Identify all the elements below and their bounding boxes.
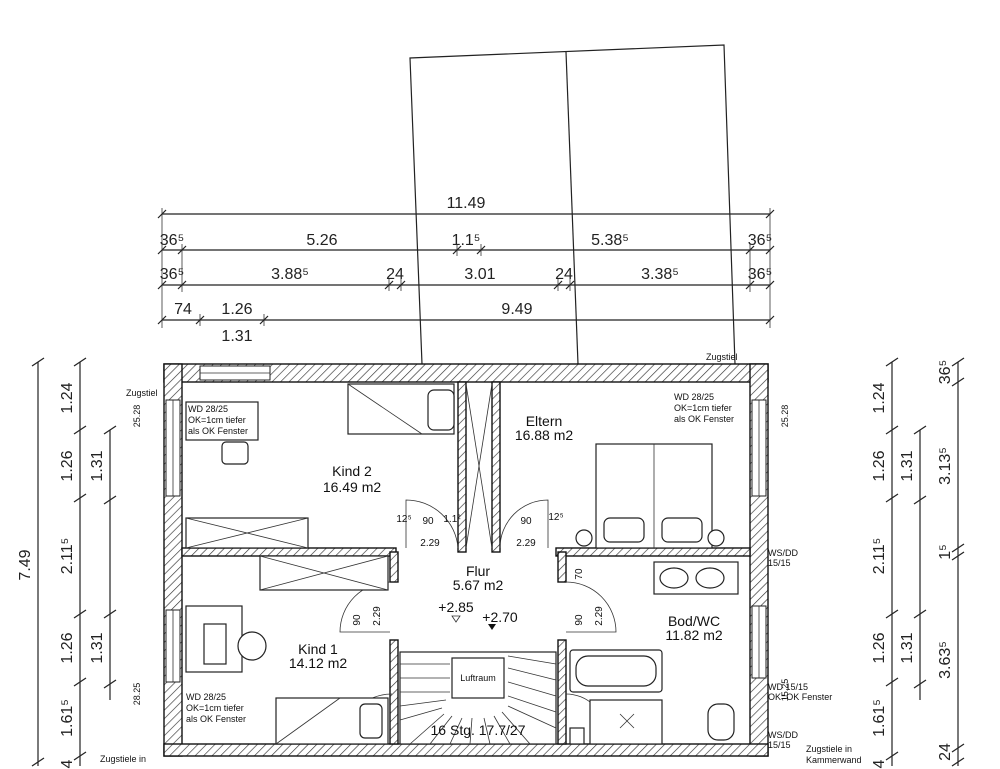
note-zugstiele-left: Zugstiele in xyxy=(100,754,146,764)
door-dim-229-a: 2.29 xyxy=(420,538,440,549)
dormer-outline xyxy=(409,44,736,365)
door-dim-90-a: 90 xyxy=(422,516,434,527)
room-eltern-name: Eltern xyxy=(526,413,563,429)
dim-right-far-4: 3.63⁵ xyxy=(937,641,954,679)
note-ws-2: WS/DD xyxy=(768,730,798,740)
dim-r5-a: 1.31 xyxy=(221,328,252,345)
dim-r3-d: 3.01 xyxy=(464,266,495,283)
dim-right-6: 4 xyxy=(871,759,888,768)
dim-right-inner-1: 1.31 xyxy=(899,450,916,481)
note-wd-3-fenster: als OK Fenster xyxy=(186,714,246,724)
room-kind1-name: Kind 1 xyxy=(298,641,338,657)
dim-right-2: 1.26 xyxy=(871,450,888,481)
note-zugstiel-top: Zugstiel xyxy=(706,352,738,362)
door-dim-229-d: 2.29 xyxy=(594,606,605,626)
dim-left-4: 1.26 xyxy=(59,632,76,663)
door-dim-229-c: 2.29 xyxy=(372,606,383,626)
annotations: Zugstiel Zugstiel WD 28/25 OK=1cm tiefer… xyxy=(100,352,862,765)
note-wd-1-fenster: als OK Fenster xyxy=(188,426,248,436)
dim-r4-a: 74 xyxy=(174,301,192,318)
level-mark-b: +2.70 xyxy=(482,609,518,625)
staircase: Luftraum 16 Stg. 17.7/27 xyxy=(399,651,557,745)
stair-label: 16 Stg. 17.7/27 xyxy=(431,722,526,738)
room-bad-name: Bod/WC xyxy=(668,613,720,629)
door-dim-90-b: 90 xyxy=(520,516,532,527)
top-dimension-lines: 11.49 36⁵ 5.26 1.1⁵ 5.38⁵ 36⁵ 36⁵ 3.88⁵ … xyxy=(157,195,775,345)
note-2528-left: 25.28 xyxy=(132,405,142,428)
dim-right-inner-2: 1.31 xyxy=(899,632,916,663)
dim-r3-g: 36⁵ xyxy=(748,266,772,283)
dim-left-3: 2.11⁵ xyxy=(59,538,76,575)
room-flur-area: 5.67 m2 xyxy=(453,577,504,593)
room-bad-area: 11.82 m2 xyxy=(665,627,723,643)
left-dimension-lines: 7.49 1.24 1.26 2.11⁵ 1.26 1.61⁵ 4 1.31 1… xyxy=(17,357,117,768)
dim-r2-c: 1.1⁵ xyxy=(452,232,481,249)
note-wd-1-ok: OK=1cm tiefer xyxy=(188,415,246,425)
dim-r2-a: 36⁵ xyxy=(160,232,184,249)
right-dimension-lines: 1.24 1.26 2.11⁵ 1.26 1.61⁵ 4 1.31 1.31 3… xyxy=(871,357,965,768)
note-wd-15: WD 15/15 xyxy=(768,682,808,692)
door-dim-90-c: 90 xyxy=(352,614,363,626)
note-ws-1b: 15/15 xyxy=(768,558,791,568)
dim-right-far-2: 3.13⁵ xyxy=(937,447,954,485)
dim-r3-a: 36⁵ xyxy=(160,266,184,283)
furniture xyxy=(185,383,739,745)
level-mark-a: +2.85 xyxy=(438,599,474,615)
note-ws-1: WS/DD xyxy=(768,548,798,558)
note-wd-15b: OK=OK Fenster xyxy=(768,692,832,702)
dim-left-6: 4 xyxy=(59,759,76,768)
note-2528-right: 25.28 xyxy=(780,405,790,428)
dim-r4-c: 9.49 xyxy=(501,301,532,318)
dim-left-2: 1.26 xyxy=(59,450,76,481)
dim-r4-b: 1.26 xyxy=(221,301,252,318)
door-dim-70-b: 70 xyxy=(574,568,585,580)
dim-left-total: 7.49 xyxy=(17,549,34,580)
note-wd-2: WD 28/25 xyxy=(674,392,714,402)
note-wd-2-fenster: als OK Fenster xyxy=(674,414,734,424)
note-1525: 15.25 xyxy=(780,679,790,702)
dim-total-width: 11.49 xyxy=(447,195,486,212)
note-wd-1: WD 28/25 xyxy=(188,404,228,414)
dim-right-far-1: 36⁵ xyxy=(937,360,954,384)
room-eltern-area: 16.88 m2 xyxy=(515,427,574,443)
note-kammerwand: Kammerwand xyxy=(806,755,862,765)
room-kind2-name: Kind 2 xyxy=(332,463,372,479)
dim-r2-b: 5.26 xyxy=(306,232,337,249)
dim-right-3: 2.11⁵ xyxy=(871,538,888,575)
dim-left-inner-2: 1.31 xyxy=(89,632,106,663)
dim-r3-f: 3.38⁵ xyxy=(641,266,679,283)
door-dim-125-a: 12⁵ xyxy=(396,514,411,525)
room-kind2-area: 16.49 m2 xyxy=(323,479,382,495)
dim-left-5: 1.61⁵ xyxy=(59,699,76,737)
dim-left-inner-1: 1.31 xyxy=(89,450,106,481)
door-dim-90-d: 90 xyxy=(574,614,585,626)
door-dim-112: 1.1² xyxy=(443,514,461,525)
note-zugstiele-right: Zugstiele in xyxy=(806,744,852,754)
note-wd-3: WD 28/25 xyxy=(186,692,226,702)
note-ws-2b: 15/15 xyxy=(768,740,791,750)
dim-right-4: 1.26 xyxy=(871,632,888,663)
note-zugstiel-left: Zugstiel xyxy=(126,388,158,398)
dim-r3-e: 24 xyxy=(555,266,573,283)
dim-left-1: 1.24 xyxy=(59,382,76,413)
door-dim-125-b: 12⁵ xyxy=(548,512,563,523)
note-wd-2-ok: OK=1cm tiefer xyxy=(674,403,732,413)
note-wd-3-ok: OK=1cm tiefer xyxy=(186,703,244,713)
dim-right-far-5: 24 xyxy=(937,743,954,761)
stair-shaft-label: Luftraum xyxy=(460,673,496,683)
room-kind1-area: 14.12 m2 xyxy=(289,655,348,671)
dim-right-1: 1.24 xyxy=(871,382,888,413)
dim-r2-d: 5.38⁵ xyxy=(591,232,629,249)
door-dim-229-b: 2.29 xyxy=(516,538,536,549)
dim-right-5: 1.61⁵ xyxy=(871,699,888,737)
room-labels: Kind 2 16.49 m2 Eltern 16.88 m2 Flur 5.6… xyxy=(289,413,723,671)
note-2825: 28.25 xyxy=(132,683,142,706)
room-flur-name: Flur xyxy=(466,563,490,579)
dim-r2-e: 36⁵ xyxy=(748,232,772,249)
dim-r3-c: 24 xyxy=(386,266,404,283)
dim-r3-b: 3.88⁵ xyxy=(271,266,309,283)
dim-right-far-3: 1⁵ xyxy=(937,544,954,560)
